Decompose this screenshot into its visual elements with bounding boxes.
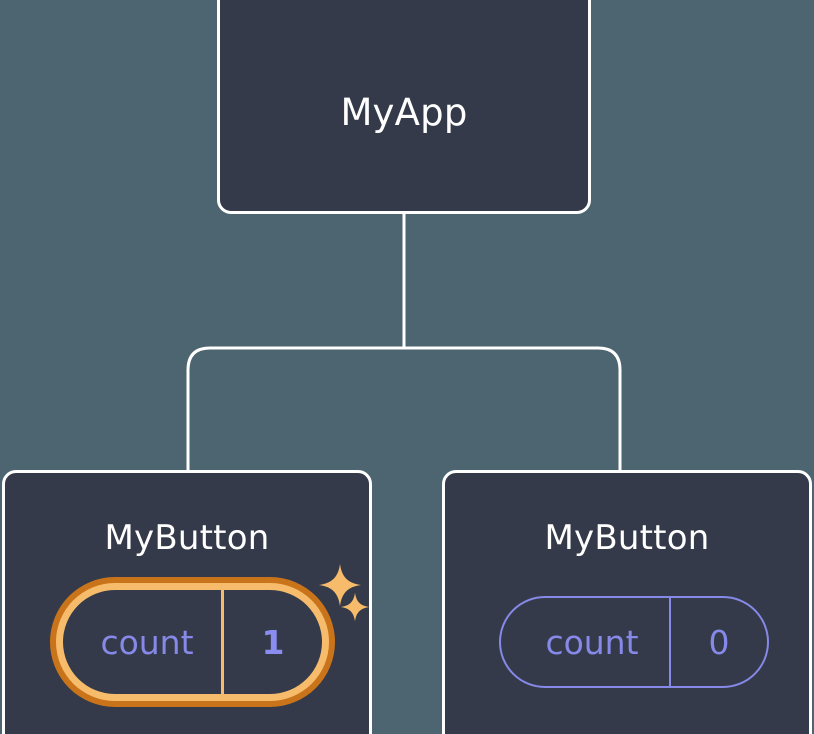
state-key-left: count [100, 622, 194, 662]
state-pill-plain[interactable]: count 0 [499, 596, 769, 688]
state-value-left: 1 [221, 590, 322, 694]
connector-bracket [186, 346, 622, 472]
state-key-right: count [545, 622, 639, 662]
node-myapp[interactable]: MyApp [217, 0, 591, 214]
node-mybutton-right-label: MyButton [544, 518, 710, 558]
node-mybutton-right[interactable]: MyButton count 0 [442, 470, 812, 734]
state-pill-inner-ring: count 1 [56, 583, 329, 701]
node-mybutton-left[interactable]: MyButton count 1 [2, 470, 372, 734]
node-myapp-label: MyApp [340, 91, 468, 134]
state-pill-highlighted[interactable]: count 1 [50, 577, 335, 707]
state-pill-core: count 1 [63, 590, 322, 694]
node-mybutton-left-label: MyButton [104, 518, 270, 558]
state-value-right: 0 [669, 598, 767, 686]
